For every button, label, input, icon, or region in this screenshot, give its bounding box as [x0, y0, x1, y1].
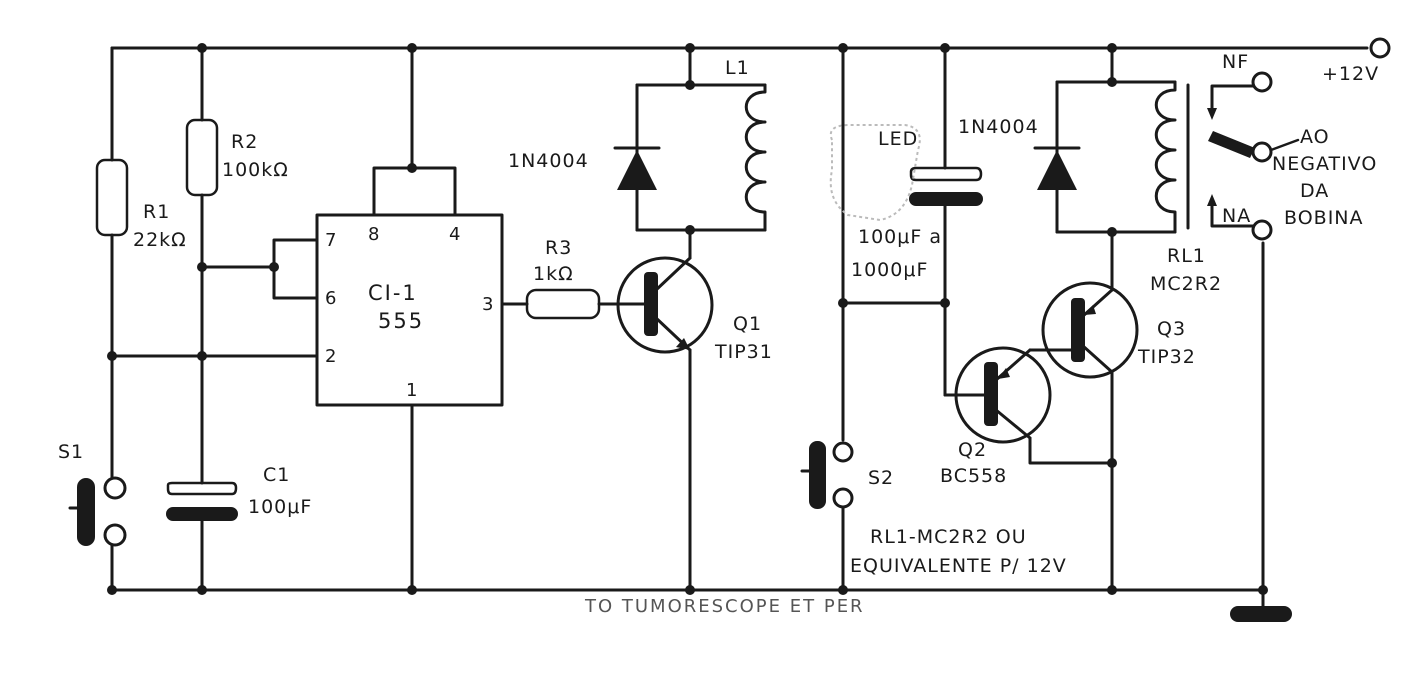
relay-coil: [1154, 80, 1177, 234]
c1-name: C1: [263, 464, 290, 486]
l1-label: L1: [725, 57, 750, 79]
s2-pushbutton: [809, 441, 826, 509]
d2-diode-body: [1037, 150, 1077, 190]
ic-pin-3: 3: [482, 294, 493, 315]
relay-note-line1: RL1-MC2R2 OU: [870, 526, 1027, 548]
r1-value: 22kΩ: [133, 229, 187, 251]
s2-label: S2: [868, 467, 894, 489]
output-label-line1: AO: [1300, 126, 1330, 148]
ic-name: CI-1: [368, 281, 418, 305]
cap2-plate-bottom: [909, 192, 983, 206]
ic-pin-1: 1: [406, 380, 417, 401]
q1-name: Q1: [733, 313, 762, 335]
q2-type: BC558: [940, 465, 1007, 487]
q1-transistor: [616, 256, 714, 354]
s1-pushbutton: [77, 478, 95, 546]
output-label-line4: BOBINA: [1284, 207, 1364, 229]
r2-resistor: [185, 118, 219, 197]
q2-name: Q2: [958, 439, 987, 461]
c1-plate-bottom: [166, 507, 238, 521]
na-label: NA: [1222, 205, 1251, 227]
ic-pin-7: 7: [325, 230, 336, 251]
led-label: LED: [878, 128, 918, 150]
s1-top-terminal: [103, 476, 127, 500]
cap2-plate-top: [909, 166, 983, 182]
nf-label: NF: [1222, 51, 1249, 73]
s1-bottom-terminal: [103, 523, 127, 547]
relay-note-line2: EQUIVALENTE P/ 12V: [850, 555, 1067, 577]
cap2-value-b: 1000μF: [851, 259, 928, 281]
ic-pin-2: 2: [325, 346, 336, 367]
c1-plate-top: [166, 481, 238, 496]
s2-bottom-terminal: [832, 487, 854, 509]
d1-diode-body: [617, 150, 657, 190]
bottom-cut-text: TO TUMORESCOPE ET PER: [584, 596, 865, 617]
r1-resistor: [95, 158, 129, 237]
supply-terminal: [1369, 37, 1391, 59]
q3-transistor: [1041, 281, 1139, 379]
common-terminal: [1251, 141, 1273, 163]
ic-555-body: [315, 213, 504, 407]
s2-top-terminal: [832, 441, 854, 463]
supply-label: +12V: [1322, 63, 1379, 85]
ground-symbol: [1230, 606, 1292, 622]
led-faint-outline: [829, 124, 921, 222]
output-label-line3: DA: [1300, 180, 1329, 202]
c1-value: 100μF: [248, 496, 312, 518]
r1-name: R1: [143, 201, 170, 223]
junctions: [107, 43, 1268, 595]
r2-branch: [166, 46, 238, 592]
d1-label: 1N4004: [508, 150, 589, 172]
cap2-value-a: 100μF a: [858, 226, 942, 248]
l1-coil: [744, 83, 767, 232]
led-cap-section: [829, 46, 983, 442]
l1-section: [613, 46, 767, 592]
relay-name: RL1: [1167, 245, 1206, 267]
nf-terminal: [1251, 71, 1273, 93]
ic-pin-6: 6: [325, 288, 336, 309]
relay-contacts: [1207, 71, 1300, 241]
output-label-line2: NEGATIVO: [1272, 153, 1377, 175]
r3-value: 1kΩ: [533, 263, 574, 285]
r3-resistor: [525, 288, 601, 320]
d2-label: 1N4004: [958, 116, 1039, 138]
ic-pin-4: 4: [449, 224, 460, 245]
ic-wiring: [110, 46, 626, 592]
supply-rail: [110, 37, 1391, 59]
ic-pin-8: 8: [368, 224, 379, 245]
s1-label: S1: [58, 441, 84, 463]
r3-name: R3: [545, 237, 572, 259]
relay-type: MC2R2: [1150, 273, 1222, 295]
r2-name: R2: [231, 131, 258, 153]
q3-name: Q3: [1157, 318, 1186, 340]
s2-switch: [800, 441, 854, 592]
r1-branch: [68, 46, 129, 592]
q3-type: TIP32: [1137, 346, 1196, 368]
ic-type: 555: [378, 309, 424, 333]
na-terminal: [1251, 219, 1273, 241]
r2-value: 100kΩ: [222, 159, 289, 181]
ground-rail: [110, 241, 1292, 622]
q1-type: TIP31: [714, 341, 773, 363]
